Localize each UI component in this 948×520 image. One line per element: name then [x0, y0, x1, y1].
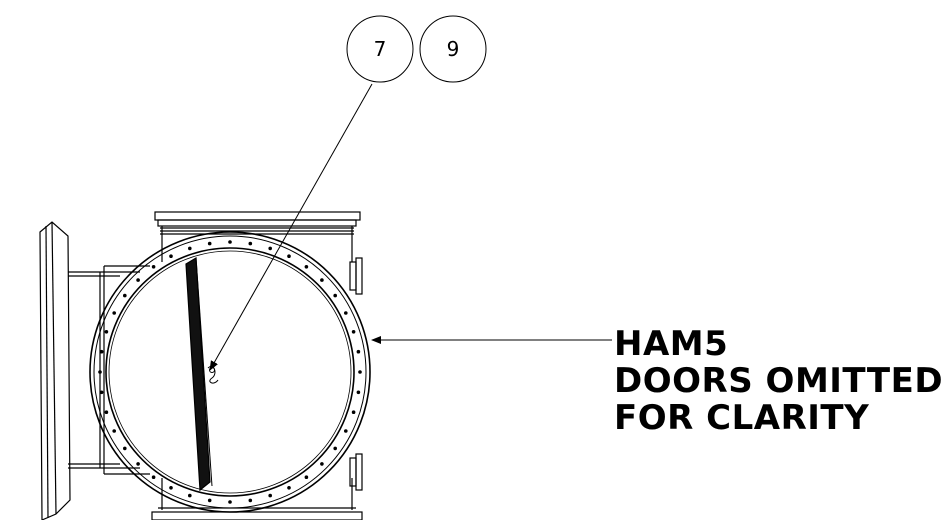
chamber-port	[89, 231, 371, 513]
balloon-9-label: 9	[447, 37, 460, 61]
bolt-hole	[228, 500, 232, 504]
bolt-hole	[99, 349, 104, 354]
bolt-hole	[151, 475, 156, 480]
bolt-hole	[287, 254, 291, 258]
bolt-hole	[228, 240, 232, 244]
bolt-hole	[207, 241, 212, 246]
drawing-note: HAM5 DOORS OMITTED FOR CLARITY	[614, 326, 944, 437]
bolt-hole	[188, 493, 192, 498]
bolt-hole	[112, 429, 116, 433]
item-balloon-7: 7	[346, 15, 414, 83]
bolt-hole	[351, 410, 356, 415]
left-flange	[39, 221, 71, 520]
balloon-leader	[209, 83, 373, 371]
bottom-flange	[151, 478, 363, 520]
bolt-hole	[287, 486, 291, 490]
bolt-hole	[356, 349, 361, 354]
bolt-hole	[356, 390, 361, 395]
bolt-hole	[304, 265, 309, 269]
balloon-7-label: 7	[374, 37, 387, 61]
bolt-hole	[320, 278, 324, 282]
bolt-hole	[268, 493, 273, 498]
bolt-hole	[169, 254, 173, 258]
item-balloon-9: 9	[419, 15, 487, 83]
bolt-hole	[104, 410, 109, 415]
bolt-hole	[333, 293, 338, 298]
internal-plate	[185, 256, 219, 492]
bolt-hole	[123, 446, 127, 451]
bolt-hole	[99, 390, 104, 395]
bolt-hole	[248, 241, 253, 246]
bolt-hole	[248, 498, 253, 503]
bolt-hole	[98, 370, 102, 374]
bolt-hole	[169, 486, 173, 490]
bolt-hole	[123, 293, 127, 298]
bolt-hole	[136, 278, 140, 282]
bolt-hole	[136, 462, 140, 466]
bolt-hole	[268, 246, 273, 251]
note-line-3: FOR CLARITY	[614, 398, 870, 438]
bolt-hole	[344, 429, 348, 433]
bolt-hole	[320, 462, 324, 466]
flange-bolt-holes	[98, 240, 362, 504]
bolt-hole	[151, 265, 156, 269]
bolt-hole	[304, 475, 309, 480]
bolt-hole	[188, 246, 192, 251]
bolt-hole	[344, 311, 348, 315]
right-nozzles	[349, 257, 363, 491]
bolt-hole	[104, 330, 109, 334]
bolt-hole	[351, 330, 356, 334]
bolt-hole	[112, 311, 116, 315]
bolt-hole	[333, 446, 338, 451]
bolt-hole	[207, 498, 212, 503]
note-line-2: DOORS OMITTED	[614, 361, 944, 401]
note-line-1: HAM5	[614, 324, 729, 364]
bolt-hole	[358, 370, 362, 374]
